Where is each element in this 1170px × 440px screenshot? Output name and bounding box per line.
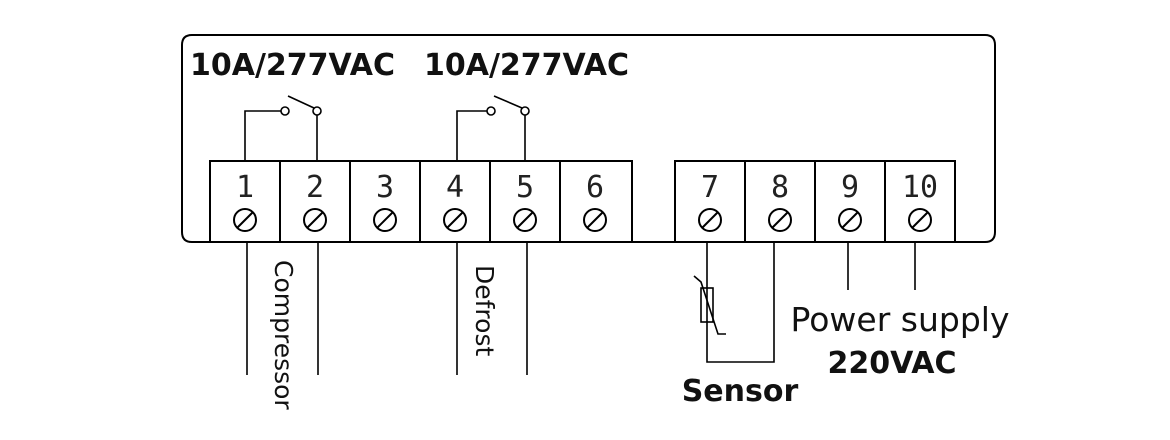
relay2-rating: 10A/277VAC	[424, 48, 629, 83]
screw-icon	[768, 208, 792, 232]
terminal-number-9: 9	[841, 170, 859, 205]
screw-icon	[698, 208, 722, 232]
screw-icon	[373, 208, 397, 232]
controller-housing	[181, 34, 996, 243]
screw-icon	[233, 208, 257, 232]
terminal-number-3: 3	[376, 170, 394, 205]
terminal-number-10: 10	[902, 170, 938, 205]
screw-icon	[838, 208, 862, 232]
terminal-block-left	[209, 160, 633, 243]
terminal-number-1: 1	[236, 170, 254, 205]
terminal-number-2: 2	[306, 170, 324, 205]
terminal-number-4: 4	[446, 170, 464, 205]
screw-icon	[303, 208, 327, 232]
terminal-number-6: 6	[586, 170, 604, 205]
thermistor-icon	[693, 275, 726, 335]
screw-icon	[583, 208, 607, 232]
relay-contact-icon	[456, 95, 530, 161]
defrost-label: Defrost	[470, 265, 499, 356]
terminal-number-7: 7	[701, 170, 719, 205]
terminal-number-5: 5	[516, 170, 534, 205]
sensor-label: Sensor	[682, 374, 799, 409]
relay-contact-icon	[244, 95, 322, 161]
sensor-wire	[706, 242, 775, 363]
compressor-label: Compressor	[269, 260, 298, 410]
terminal-number-8: 8	[771, 170, 789, 205]
screw-icon	[513, 208, 537, 232]
screw-icon	[443, 208, 467, 232]
terminal-block-right	[674, 160, 956, 243]
power-supply-label: Power supply	[791, 300, 1010, 339]
voltage-label: 220VAC	[827, 346, 956, 381]
relay1-rating: 10A/277VAC	[190, 48, 395, 83]
screw-icon	[908, 208, 932, 232]
